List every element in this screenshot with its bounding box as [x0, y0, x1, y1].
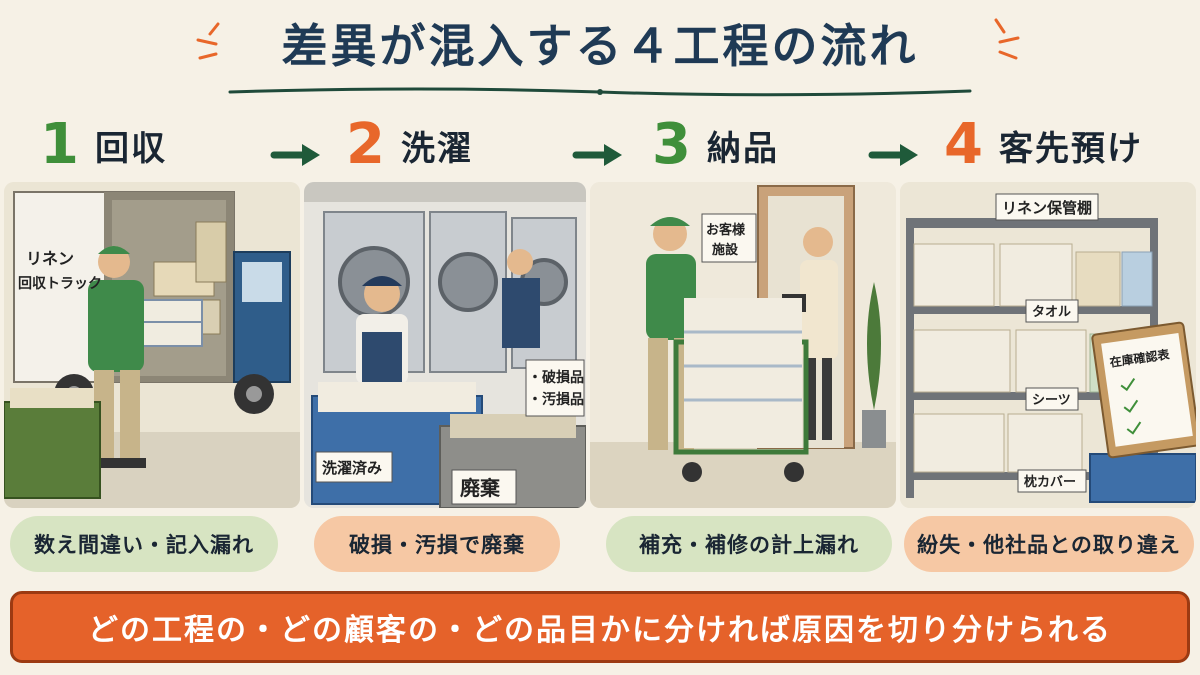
shelf-sheet-sign: シーツ: [1032, 393, 1071, 408]
truck-sign-line1: リネン: [26, 249, 74, 268]
spark-left-icon: [196, 22, 220, 60]
arrow-right-icon: [572, 144, 622, 166]
step-2-issue: 破損・汚損で廃棄: [314, 516, 560, 572]
damaged-sign-line2: ・汚損品: [528, 391, 584, 408]
step-1-number: 1: [40, 112, 79, 177]
spark-right-icon: [994, 18, 1020, 60]
discard-bin-sign: 廃棄: [460, 476, 501, 500]
step-1-label: 回収: [94, 128, 167, 169]
washed-bin-sign: 洗濯済み: [322, 459, 382, 477]
truck-sign-line2: 回収トラック: [18, 275, 102, 292]
step-1-issue: 数え間違い・記入漏れ: [10, 516, 278, 572]
shelf-title-sign: リネン保管棚: [1002, 199, 1092, 217]
shelf-towel-sign: タオル: [1032, 305, 1071, 320]
step-2-number: 2: [346, 112, 385, 177]
customer-sign-line1: お客様: [706, 222, 746, 238]
step-3-issue: 補充・補修の計上漏れ: [606, 516, 892, 572]
arrow-right-icon: [868, 144, 918, 166]
step-3-number: 3: [652, 112, 691, 177]
step-2-header: 2 洗濯: [346, 110, 473, 180]
panel-collection-illustration: リネン 回収トラック: [4, 182, 300, 508]
step-4-header: 4 客先預け: [944, 110, 1143, 180]
shelf-pillow-sign: 枕カバー: [1024, 474, 1076, 490]
step-3-label: 納品: [706, 128, 779, 169]
title-area: 差異が混入する４工程の流れ: [0, 6, 1200, 86]
damaged-sign-line1: ・破損品: [528, 369, 584, 386]
arrow-right-icon: [270, 144, 320, 166]
title-underline: [228, 87, 972, 97]
customer-sign-line2: 施設: [712, 242, 739, 258]
step-2-label: 洗濯: [400, 128, 473, 169]
step-4-number: 4: [944, 112, 983, 177]
step-4-label: 客先預け: [998, 128, 1143, 169]
page-title: 差異が混入する４工程の流れ: [281, 19, 919, 73]
panel-laundry-illustration: 洗濯済み 廃棄 ・破損品 ・汚損品: [304, 182, 586, 508]
panel-storage-illustration: リネン保管棚 タオル シーツ 枕カバー 在庫確認表: [900, 182, 1196, 508]
step-4-issue: 紛失・他社品との取り違え: [904, 516, 1194, 572]
step-3-header: 3 納品: [652, 110, 779, 180]
panel-delivery-illustration: お客様 施設: [590, 182, 896, 508]
step-1-header: 1 回収: [40, 110, 167, 180]
conclusion-banner: どの工程の・どの顧客の・どの品目かに分ければ原因を切り分けられる: [10, 591, 1190, 663]
